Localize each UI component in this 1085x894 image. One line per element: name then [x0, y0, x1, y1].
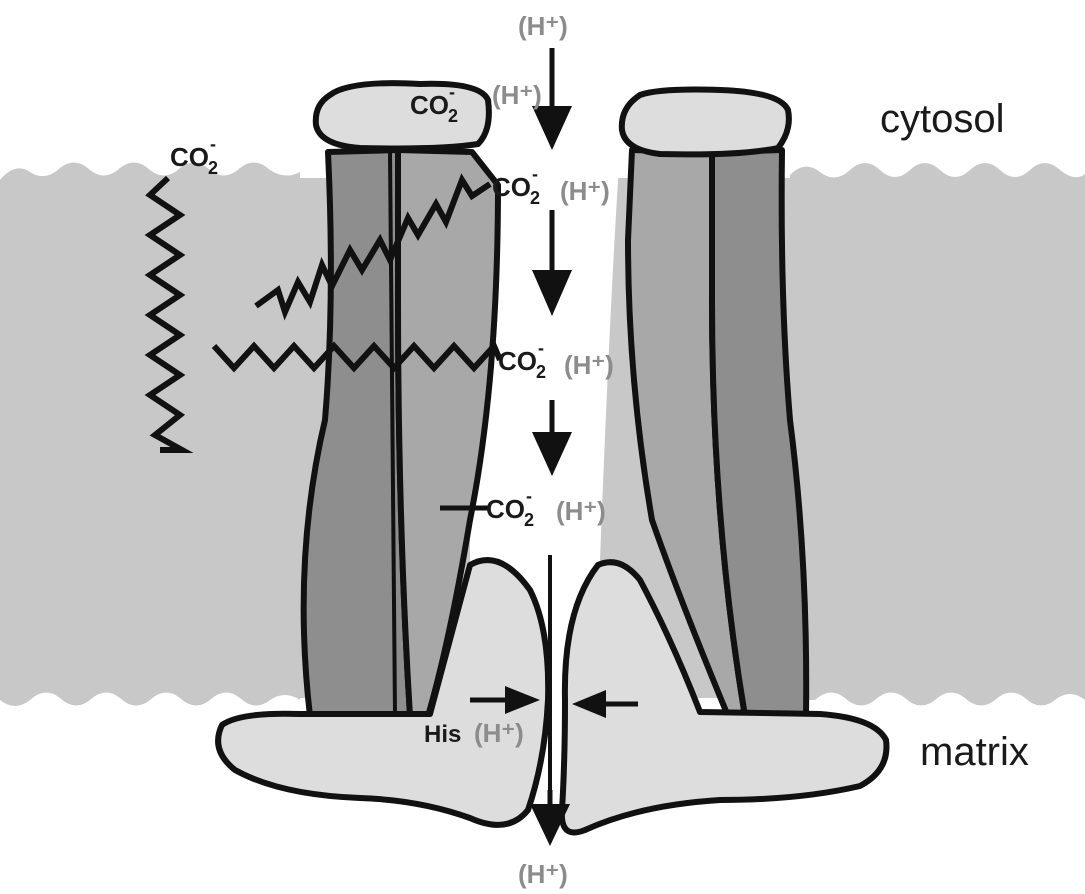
- carboxylate-site2-sub: 2: [536, 362, 546, 382]
- left-cap: [316, 83, 489, 148]
- carboxylate-vertical: CO 2 -: [170, 134, 218, 178]
- carboxylate-cap-sup: -: [449, 82, 455, 102]
- carboxylate-site1-sub: 2: [530, 188, 540, 208]
- membrane-bilayer: [0, 162, 300, 706]
- arrow-1-head: [532, 106, 572, 150]
- carboxylate-site1-sup: -: [532, 164, 538, 184]
- carboxylate-site2-text: CO: [498, 346, 537, 376]
- carboxylate-site3-sup: -: [526, 486, 532, 506]
- carboxylate-vertical-text: CO: [170, 142, 209, 172]
- proton-cap-label: (H⁺): [492, 80, 542, 110]
- proton-site1-label: (H⁺): [560, 176, 610, 206]
- proton-site3-label: (H⁺): [556, 496, 606, 526]
- carboxylate-site2-sup: -: [538, 338, 544, 358]
- matrix-label: matrix: [920, 730, 1029, 774]
- carboxylate-site3-text: CO: [486, 494, 525, 524]
- proton-his-label: (H⁺): [474, 718, 524, 748]
- carboxylate-cap-sub: 2: [448, 106, 458, 126]
- proton-bottom-label: (H⁺): [518, 859, 568, 889]
- cytosol-label: cytosol: [880, 97, 1005, 141]
- carboxylate-cap-text: CO: [410, 90, 449, 120]
- proton-top-label: (H⁺): [518, 11, 568, 41]
- membrane-bilayer-right: [790, 163, 1085, 706]
- proton-site2-label: (H⁺): [564, 350, 614, 380]
- carboxylate-vertical-sup: -: [210, 134, 216, 154]
- histidine-label: His: [424, 721, 461, 748]
- carboxylate-site1-text: CO: [492, 172, 531, 202]
- right-cap: [622, 90, 789, 155]
- carboxylate-vertical-sub: 2: [208, 158, 218, 178]
- carboxylate-site3-sub: 2: [524, 510, 534, 530]
